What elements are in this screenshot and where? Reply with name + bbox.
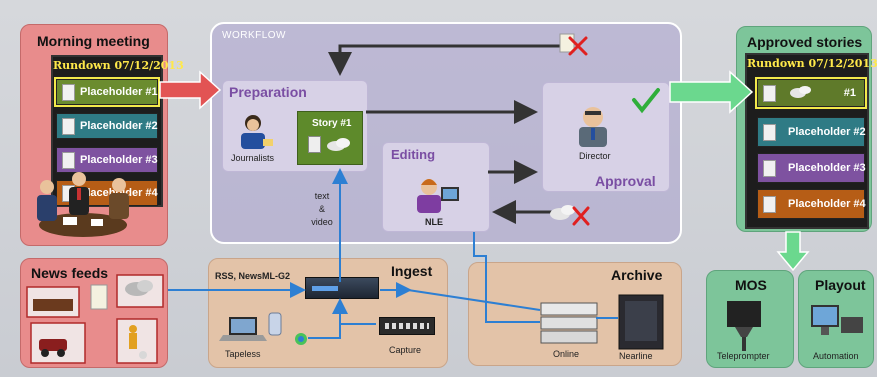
automation-label: Automation xyxy=(813,351,859,361)
laptop-icon xyxy=(219,312,307,345)
approved-stories-title: Approved stories xyxy=(747,34,863,50)
ingest-title: Ingest xyxy=(391,263,433,279)
approved-slot-1[interactable]: #1 xyxy=(755,77,867,109)
nle-editor-icon xyxy=(417,179,459,213)
workflow-label: WORKFLOW xyxy=(222,30,286,41)
approval-title: Approval xyxy=(595,173,656,189)
mos-panel: MOS Teleprompter xyxy=(706,270,794,368)
morning-rundown-board: Rundown 07/12/2013 Placeholder #1 Placeh… xyxy=(51,55,184,207)
nle-label: NLE xyxy=(425,217,443,227)
meeting-table-icon xyxy=(37,172,129,237)
approved-slot-3[interactable]: Placeholder #3 xyxy=(757,153,866,183)
morning-slot-1[interactable]: Placeholder #1 xyxy=(54,77,160,107)
morning-slot-2[interactable]: Placeholder #2 xyxy=(56,113,158,139)
green-down-arrow xyxy=(776,231,810,272)
document-icon xyxy=(763,84,776,102)
approved-stories-panel: Approved stories Rundown 07/12/2013 #1 P… xyxy=(736,26,877,232)
story-card[interactable]: Story #1 xyxy=(297,111,363,165)
check-icon xyxy=(632,88,660,114)
cloud-icon xyxy=(327,138,350,151)
document-icon xyxy=(763,159,776,177)
rejected-document-icon xyxy=(559,33,588,56)
preparation-box: Preparation Journalists Story #1 xyxy=(222,80,368,172)
story-title: Story #1 xyxy=(312,118,352,129)
playout-panel: Playout Automation xyxy=(798,270,874,368)
document-icon xyxy=(62,117,75,135)
editing-to-archive-line xyxy=(473,232,540,323)
document-icon xyxy=(62,151,75,169)
document-icon xyxy=(763,123,776,141)
rss-label: RSS, NewsML-G2 xyxy=(215,271,291,281)
online-storage-icon xyxy=(540,294,664,350)
approved-slot-4[interactable]: Placeholder #4 xyxy=(757,189,866,219)
rejected-cloud-icon xyxy=(550,205,590,226)
news-feeds-icons xyxy=(26,274,164,364)
teleprompter-icon xyxy=(727,301,761,351)
capture-device-icon xyxy=(379,317,435,335)
document-icon xyxy=(763,195,776,213)
nearline-label: Nearline xyxy=(619,351,653,361)
teleprompter-label: Teleprompter xyxy=(717,351,770,361)
automation-icon xyxy=(811,305,863,335)
morning-slot-3[interactable]: Placeholder #3 xyxy=(56,147,158,173)
return-arrow-top xyxy=(328,44,560,76)
editing-box: Editing NLE xyxy=(382,142,490,232)
director-icon xyxy=(579,107,607,147)
approved-rundown-title: Rundown 07/12/2013 xyxy=(747,57,877,70)
director-label: Director xyxy=(579,151,611,161)
approved-rundown-board: Rundown 07/12/2013 #1 Placeholder #2 Pla… xyxy=(745,53,877,229)
capture-label: Capture xyxy=(389,345,422,355)
editing-title: Editing xyxy=(391,147,436,162)
workflow-panel: WORKFLOW Preparation Journalists Story #… xyxy=(210,22,682,244)
morning-meeting-panel: Morning meeting Rundown 07/12/2013 Place… xyxy=(20,24,184,246)
news-feeds-title: News feeds xyxy=(31,265,109,281)
journalists-label: Journalists xyxy=(231,153,275,163)
playout-title: Playout xyxy=(815,277,866,293)
ingest-panel: Ingest RSS, NewsML-G2 Tapeless Capture xyxy=(208,258,448,368)
ingest-to-online-line xyxy=(407,289,541,311)
text-video-label: text & video xyxy=(311,191,333,227)
archive-panel: Archive Online Nearline xyxy=(468,262,682,366)
tapeless-label: Tapeless xyxy=(225,349,261,359)
archive-title: Archive xyxy=(611,267,663,283)
document-icon xyxy=(62,83,75,101)
document-icon xyxy=(308,136,321,153)
online-label: Online xyxy=(553,349,580,359)
cloud-icon xyxy=(790,86,811,98)
red-arrow xyxy=(159,70,222,110)
tapeless-to-ingest-line xyxy=(308,298,348,339)
preparation-title: Preparation xyxy=(229,84,307,100)
news-feeds-panel: News feeds xyxy=(20,258,168,368)
morning-rundown-title: Rundown 07/12/2013 xyxy=(53,59,184,72)
mos-title: MOS xyxy=(735,277,767,293)
morning-meeting-title: Morning meeting xyxy=(37,33,150,49)
green-arrow xyxy=(669,70,754,114)
journalist-icon xyxy=(241,115,273,149)
approved-slot-2[interactable]: Placeholder #2 xyxy=(757,117,866,147)
